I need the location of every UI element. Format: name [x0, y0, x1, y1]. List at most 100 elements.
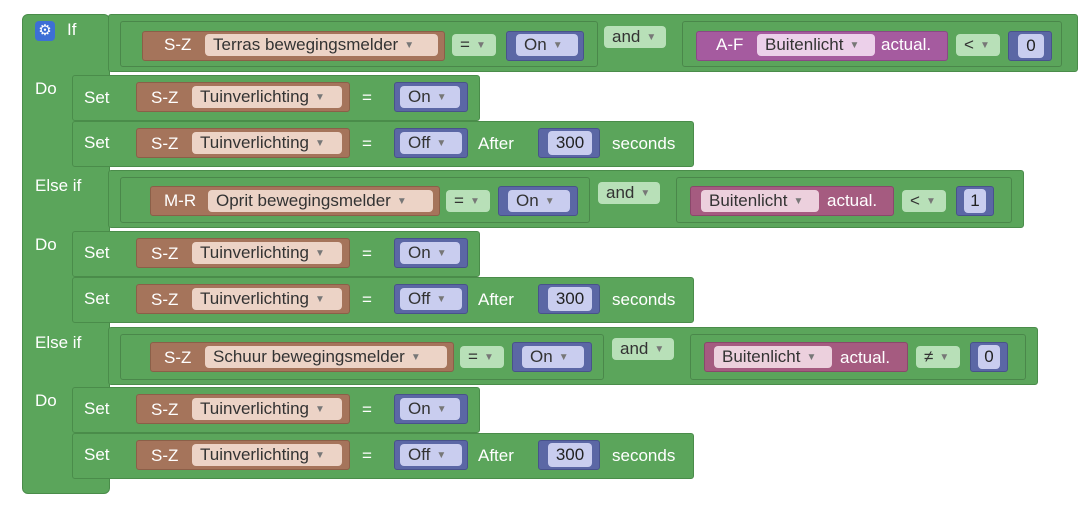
- variable-prefix: A-F: [716, 35, 744, 54]
- value-dropdown[interactable]: On▼: [508, 190, 570, 212]
- caret-down-icon: ▼: [436, 138, 447, 149]
- compare-dropdown[interactable]: <▼: [902, 190, 946, 212]
- value-dropdown[interactable]: On▼: [516, 34, 578, 56]
- caret-down-icon: ▼: [469, 196, 480, 207]
- logic-dropdown[interactable]: and▼: [612, 338, 674, 360]
- seconds-field[interactable]: 300: [548, 131, 592, 155]
- value-dropdown[interactable]: On▼: [400, 242, 460, 264]
- device-dropdown[interactable]: Oprit bewegingsmelder▼: [208, 190, 433, 212]
- caret-down-icon: ▼: [436, 294, 447, 305]
- value-dropdown[interactable]: Off▼: [400, 444, 462, 466]
- equals-label: =: [362, 400, 372, 419]
- device-prefix: S-Z: [164, 348, 192, 367]
- seconds-field[interactable]: 300: [548, 287, 592, 311]
- caret-down-icon: ▼: [314, 450, 325, 461]
- device-dropdown[interactable]: Schuur bewegingsmelder▼: [205, 346, 447, 368]
- compare-dropdown[interactable]: <▼: [956, 34, 1000, 56]
- condition-outline-2: [682, 21, 1062, 67]
- device-dropdown[interactable]: Tuinverlichting▼: [192, 132, 342, 154]
- device-prefix: M-R: [164, 191, 197, 210]
- set-keyword: Set: [84, 399, 110, 418]
- condition-outline-1: [120, 177, 590, 223]
- device-dropdown[interactable]: Tuinverlichting▼: [192, 444, 342, 466]
- number-field[interactable]: 0: [978, 345, 1000, 369]
- caret-down-icon: ▼: [654, 344, 665, 355]
- caret-down-icon: ▼: [404, 40, 415, 51]
- operator-dropdown[interactable]: =▼: [452, 34, 496, 56]
- equals-label: =: [362, 134, 372, 153]
- set-keyword: Set: [84, 445, 110, 464]
- device-prefix: S-Z: [151, 400, 179, 419]
- caret-down-icon: ▼: [314, 138, 325, 149]
- caret-down-icon: ▼: [314, 404, 325, 415]
- caret-down-icon: ▼: [475, 40, 486, 51]
- variable-suffix: actual.: [840, 348, 891, 367]
- caret-down-icon: ▼: [552, 40, 563, 51]
- value-dropdown[interactable]: On▼: [400, 398, 460, 420]
- caret-down-icon: ▼: [314, 294, 325, 305]
- caret-down-icon: ▼: [314, 92, 325, 103]
- if-keyword: If: [67, 20, 77, 39]
- after-label: After: [478, 446, 514, 465]
- seconds-label: seconds: [612, 290, 676, 309]
- caret-down-icon: ▼: [483, 352, 494, 363]
- caret-down-icon: ▼: [314, 248, 325, 259]
- caret-down-icon: ▼: [849, 40, 860, 51]
- device-dropdown[interactable]: Tuinverlichting▼: [192, 242, 342, 264]
- condition-outline-2: [676, 177, 1012, 223]
- caret-down-icon: ▼: [979, 40, 990, 51]
- seconds-label: seconds: [612, 134, 676, 153]
- caret-down-icon: ▼: [544, 196, 555, 207]
- value-dropdown[interactable]: On▼: [400, 86, 460, 108]
- number-field[interactable]: 1: [964, 189, 986, 213]
- set-keyword: Set: [84, 243, 110, 262]
- do-keyword: Do: [35, 235, 57, 254]
- caret-down-icon: ▼: [939, 352, 950, 363]
- set-keyword: Set: [84, 289, 110, 308]
- caret-down-icon: ▼: [436, 450, 447, 461]
- else-if-keyword: Else if: [35, 333, 82, 352]
- caret-down-icon: ▼: [558, 352, 569, 363]
- caret-down-icon: ▼: [925, 196, 936, 207]
- else-if-keyword: Else if: [35, 176, 82, 195]
- value-dropdown[interactable]: Off▼: [400, 288, 462, 310]
- variable-dropdown[interactable]: Buitenlicht▼: [701, 190, 819, 212]
- equals-label: =: [362, 244, 372, 263]
- condition-outline-2: [690, 334, 1026, 380]
- caret-down-icon: ▼: [396, 196, 407, 207]
- value-dropdown[interactable]: On▼: [522, 346, 584, 368]
- caret-down-icon: ▼: [436, 404, 447, 415]
- caret-down-icon: ▼: [793, 196, 804, 207]
- compare-dropdown[interactable]: ≠▼: [916, 346, 960, 368]
- variable-suffix: actual.: [881, 35, 932, 54]
- seconds-field[interactable]: 300: [548, 443, 592, 467]
- device-dropdown[interactable]: Tuinverlichting▼: [192, 288, 342, 310]
- variable-dropdown[interactable]: Buitenlicht▼: [757, 34, 875, 56]
- device-dropdown[interactable]: Tuinverlichting▼: [192, 398, 342, 420]
- gear-icon[interactable]: ⚙: [35, 21, 55, 41]
- device-prefix: S-Z: [151, 290, 179, 309]
- logic-dropdown[interactable]: and▼: [598, 182, 660, 204]
- operator-dropdown[interactable]: =▼: [460, 346, 504, 368]
- device-dropdown[interactable]: Tuinverlichting▼: [192, 86, 342, 108]
- set-keyword: Set: [84, 88, 110, 107]
- number-field[interactable]: 0: [1018, 34, 1044, 58]
- after-label: After: [478, 290, 514, 309]
- equals-label: =: [362, 290, 372, 309]
- device-prefix: S-Z: [151, 244, 179, 263]
- caret-down-icon: ▼: [436, 92, 447, 103]
- condition-outline-1: [120, 21, 598, 67]
- caret-down-icon: ▼: [410, 352, 421, 363]
- operator-dropdown[interactable]: =▼: [446, 190, 490, 212]
- after-label: After: [478, 134, 514, 153]
- device-dropdown[interactable]: Terras bewegingsmelder▼: [205, 34, 438, 56]
- equals-label: =: [362, 446, 372, 465]
- equals-label: =: [362, 88, 372, 107]
- do-keyword: Do: [35, 79, 57, 98]
- logic-dropdown[interactable]: and▼: [604, 26, 666, 48]
- variable-dropdown[interactable]: Buitenlicht▼: [714, 346, 832, 368]
- seconds-label: seconds: [612, 446, 676, 465]
- value-dropdown[interactable]: Off▼: [400, 132, 462, 154]
- set-keyword: Set: [84, 133, 110, 152]
- variable-suffix: actual.: [827, 191, 878, 210]
